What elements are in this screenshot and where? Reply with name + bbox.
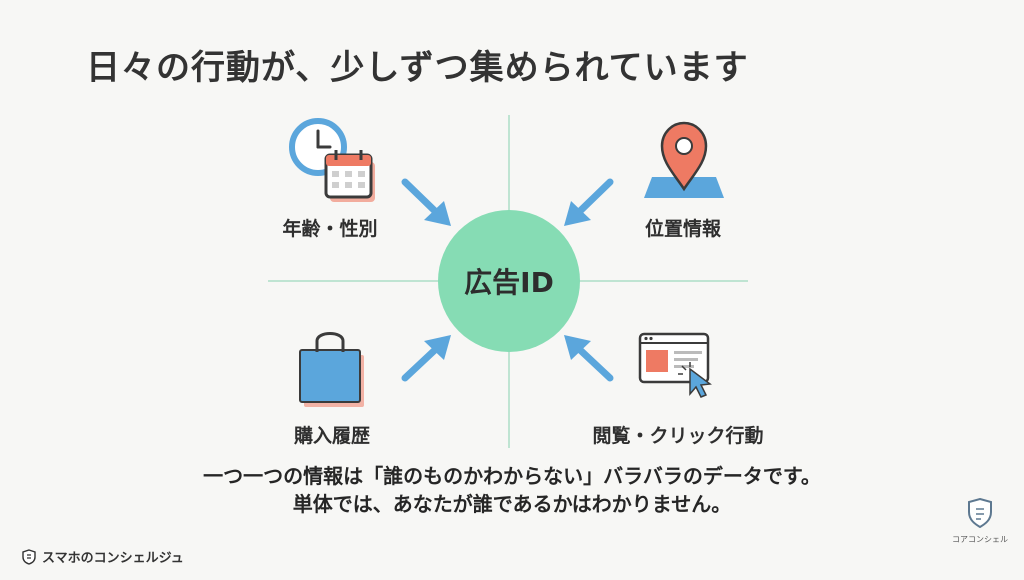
label-age-gender: 年齢・性別 — [282, 218, 378, 240]
page-title: 日々の行動が、少しずつ集められています — [86, 48, 749, 88]
footer-brand-text: スマホのコンシェルジュ — [42, 551, 184, 566]
center-label: 広告ID — [464, 266, 554, 299]
map-pin-icon — [644, 121, 724, 198]
footer-brand: スマホのコンシェルジュ — [22, 547, 184, 566]
arrow-bottom-right — [564, 335, 614, 382]
caption-line-2: 単体では、あなたが誰であるかはわかりません。 — [292, 492, 732, 516]
shopping-bag-icon — [299, 332, 364, 407]
corner-logo-text: コアコンシェル — [952, 535, 1008, 544]
center-circle — [438, 210, 580, 352]
label-purchase-history: 購入履歴 — [293, 425, 371, 447]
caption-line-1: 一つ一つの情報は「誰のものかわからない」バラバラのデータです。 — [203, 464, 821, 488]
arrow-top-right — [564, 178, 614, 226]
browser-click-icon — [638, 332, 712, 398]
shield-logo-icon — [22, 548, 36, 565]
label-browsing-click: 閲覧・クリック行動 — [592, 425, 764, 447]
label-location: 位置情報 — [644, 218, 722, 240]
arrow-top-left — [401, 178, 451, 226]
shield-badge-icon — [968, 497, 992, 529]
clock-calendar-icon — [289, 118, 375, 202]
corner-logo: コアコンシェル — [950, 497, 1010, 545]
arrow-bottom-left — [401, 335, 451, 382]
